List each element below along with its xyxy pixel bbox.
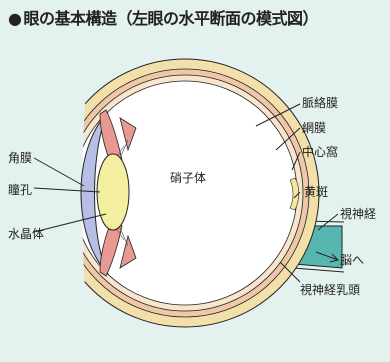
label-fovea: 中心窩 [302,146,338,158]
label-optic-nerve: 視神経 [340,208,376,220]
label-to-brain: 脳へ [340,254,364,266]
label-lens: 水晶体 [8,228,44,240]
label-pupil: 瞳孔 [8,184,32,196]
label-cornea: 角膜 [8,152,32,164]
lens-shape [97,154,129,230]
label-choroid: 脈絡膜 [302,97,338,109]
label-optic-disc: 視神経乳頭 [300,284,360,296]
label-macula: 黄斑 [304,186,328,198]
label-retina: 網膜 [302,122,326,134]
label-vitreous: 硝子体 [170,172,206,184]
